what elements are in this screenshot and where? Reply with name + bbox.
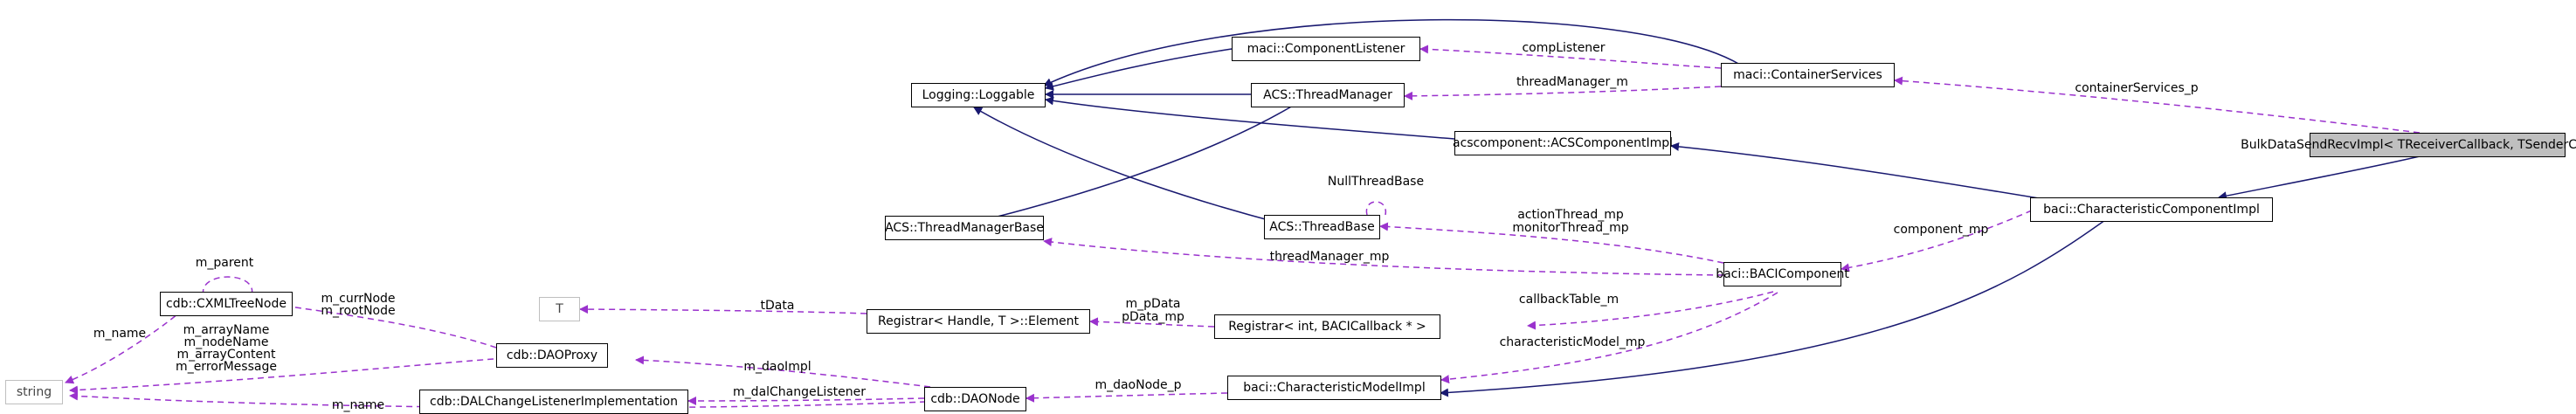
edge-threadbase-loggable: [973, 107, 1314, 232]
label-m-name-top: m_name: [93, 327, 147, 341]
label-callbacktable-m: callbackTable_m: [1518, 293, 1619, 307]
node-cdb-daoproxy[interactable]: cdb::DAOProxy: [496, 343, 608, 368]
edge-bulk-characteristiccomponentimpl: [2218, 155, 2421, 201]
node-acs-threadmanager[interactable]: ACS::ThreadManager: [1251, 83, 1405, 107]
node-maci-componentlistener[interactable]: maci::ComponentListener: [1232, 37, 1420, 61]
label-threadmanager-mp: threadManager_mp: [1269, 250, 1390, 264]
edge-acscomponentimpl-loggable: [1045, 96, 1455, 140]
label-m-parent: m_parent: [195, 256, 254, 270]
node-registrar-int-bacicallback[interactable]: Registrar< int, BACICallback * >: [1214, 314, 1440, 339]
edge-m_daoNode_p: [1026, 392, 1228, 403]
label-m-nodename: m_nodeName: [183, 335, 269, 349]
edge-m_daoImpl: [635, 355, 931, 388]
node-string[interactable]: string: [5, 380, 63, 404]
edge-containerServices_p: [1894, 76, 2421, 134]
edge-characteristiccomponentimpl-characteristicmodelimpl: [1440, 219, 2106, 397]
label-nullthreadbase: NullThreadBase: [1327, 175, 1425, 189]
node-maci-containerservices[interactable]: maci::ContainerServices: [1721, 63, 1895, 87]
edge-pData: [1089, 317, 1215, 328]
edge-actionThread: [1379, 222, 1724, 264]
label-complistener: compListener: [1522, 41, 1606, 55]
node-t[interactable]: T: [539, 297, 580, 321]
node-cdb-daonode[interactable]: cdb::DAONode: [924, 387, 1026, 411]
edge-callbackTable_m: [1527, 291, 1774, 330]
node-bulkdatasendrecvimpl[interactable]: BulkDataSendRecvImpl< TReceiverCallback,…: [2241, 133, 2576, 157]
edge-threadManager_mp: [1043, 238, 1724, 276]
label-m-daoimpl: m_daoImpl: [743, 360, 811, 374]
label-m-arrayname: m_arrayName: [183, 323, 270, 337]
label-threadmanager-m: threadManager_m: [1516, 75, 1628, 89]
edge-m_arrayName: [69, 358, 494, 395]
node-cdb-cxmltreenode[interactable]: cdb::CXMLTreeNode: [160, 292, 293, 316]
edge-characteristicModel_mp: [1440, 292, 1778, 384]
label-m-rootnode: m_rootNode: [321, 304, 396, 318]
edge-m_name-bottom: [69, 391, 927, 409]
node-logging-loggable[interactable]: Logging::Loggable: [911, 83, 1046, 107]
node-registrar-handle-element[interactable]: Registrar< Handle, T >::Element: [867, 309, 1090, 334]
edge-container-services-inherits-loggable: [1043, 18, 1741, 86]
node-acs-threadmanagerbase[interactable]: ACS::ThreadManagerBase: [885, 216, 1044, 240]
node-baci-bacicomponent[interactable]: baci::BACIComponent: [1716, 262, 1849, 286]
node-acs-threadbase[interactable]: ACS::ThreadBase: [1264, 215, 1380, 239]
edge-tData: [579, 305, 867, 314]
label-component-mp: component_mp: [1893, 223, 1989, 237]
edge-characteristiccomponentimpl-acscomponentimpl: [1670, 141, 2040, 199]
edge-threadmanager-threadmanagerbase: [947, 105, 1294, 231]
edge-m_name-top: [65, 308, 184, 384]
node-acscomponent-acscomponentimpl[interactable]: acscomponent::ACSComponentImpl: [1453, 131, 1673, 155]
edge-threadManager_m: [1404, 86, 1722, 100]
label-actionthread-mp: actionThread_mp: [1517, 208, 1624, 222]
label-m-currnode: m_currNode: [321, 292, 396, 306]
label-m-pdata: m_pData: [1125, 297, 1181, 311]
label-m-name-bottom: m_name: [331, 398, 385, 412]
label-pdata-mp: pData_mp: [1122, 310, 1184, 324]
label-containerservices-p: containerServices_p: [2075, 81, 2199, 95]
label-characteristicmodel-mp: characteristicModel_mp: [1499, 335, 1646, 349]
label-monitorthread-mp: monitorThread_mp: [1512, 221, 1629, 235]
label-m-daonode-p: m_daoNode_p: [1095, 378, 1182, 392]
edge-m_parent: [203, 276, 253, 296]
label-m-arraycontent: m_arrayContent: [176, 348, 276, 362]
edge-component_mp: [1840, 205, 2042, 273]
node-cdb-dalchangelistenerimplementation[interactable]: cdb::DALChangeListenerImplementation: [419, 390, 688, 414]
label-m-dalchangelistener: m_dalChangeListener: [733, 385, 866, 399]
edge-componentlistener-loggable: [1045, 48, 1233, 91]
edge-compListener: [1419, 45, 1722, 69]
label-m-errormessage: m_errorMessage: [176, 360, 277, 374]
node-baci-characteristiccomponentimpl[interactable]: baci::CharacteristicComponentImpl: [2030, 197, 2273, 222]
edge-nullThreadBase: [1365, 201, 1386, 216]
node-baci-characteristicmodelimpl[interactable]: baci::CharacteristicModelImpl: [1227, 376, 1441, 400]
edge-m_dalChangeListener: [687, 396, 925, 405]
label-tdata: tData: [760, 299, 795, 313]
